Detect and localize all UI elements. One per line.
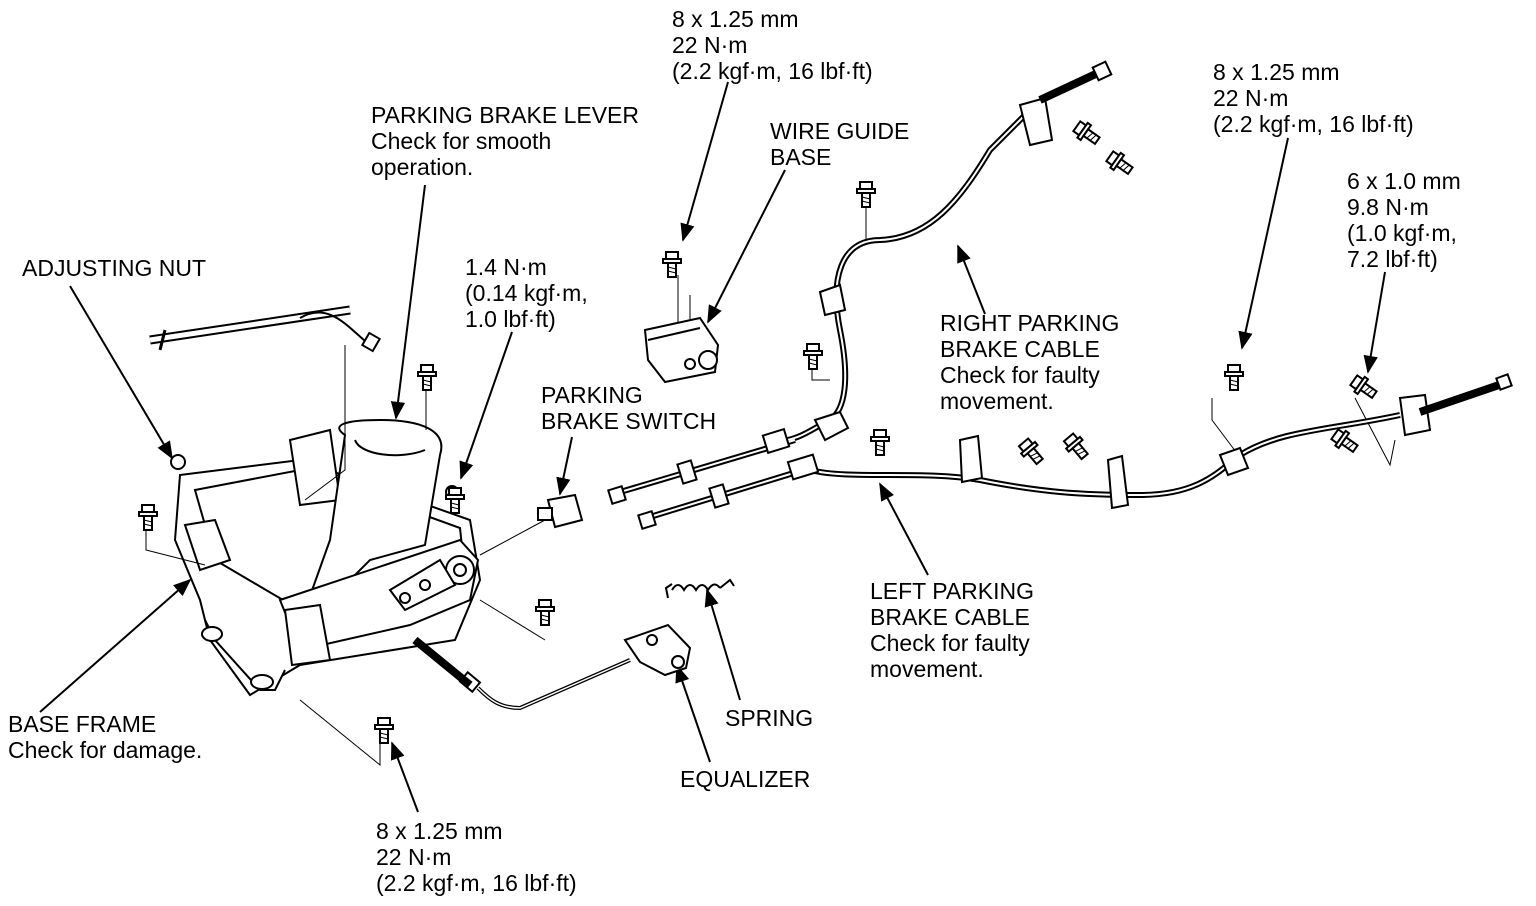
- threaded-ends: [412, 60, 1513, 689]
- leader-equalizer: [675, 664, 711, 763]
- label-line: EQUALIZER: [680, 766, 811, 792]
- leader-torque-bottom: [390, 741, 419, 813]
- torque-size: 8 x 1.25 mm: [672, 6, 799, 32]
- spring-label: SPRING: [725, 705, 813, 731]
- torque-alt: 7.2 lbf·ft): [1347, 246, 1438, 272]
- parking-brake-lever-label: PARKING BRAKE LEVER Check for smooth ope…: [371, 102, 639, 180]
- label-line: RIGHT PARKING: [940, 310, 1120, 336]
- torque-label-far-right: 6 x 1.0 mm 9.8 N·m (1.0 kgf·m, 7.2 lbf·f…: [1347, 168, 1461, 272]
- label-line: operation.: [371, 154, 474, 180]
- torque-value: 22 N·m: [376, 844, 452, 870]
- label-line: BASE: [770, 144, 832, 170]
- torque-value: 1.4 N·m: [465, 254, 547, 280]
- torque-label-bottom: 8 x 1.25 mm 22 N·m (2.2 kgf·m, 16 lbf·ft…: [376, 818, 577, 896]
- label-line: Check for faulty: [940, 362, 1100, 388]
- label-line: BASE FRAME: [8, 711, 157, 737]
- label-line: SPRING: [725, 705, 814, 731]
- right-parking-brake-cable-label: RIGHT PARKING BRAKE CABLE Check for faul…: [940, 310, 1119, 414]
- label-line: WIRE GUIDE: [770, 118, 910, 144]
- label-line: ADJUSTING NUT: [22, 255, 206, 281]
- cable-fittings: [607, 96, 1432, 530]
- torque-alt: (2.2 kgf·m, 16 lbf·ft): [1213, 111, 1414, 137]
- base-frame-label: BASE FRAME Check for damage.: [8, 711, 202, 763]
- leader-torque-top-center: [680, 81, 729, 242]
- torque-label-switch: 1.4 N·m (0.14 kgf·m, 1.0 lbf·ft): [465, 254, 588, 332]
- torque-size: 8 x 1.25 mm: [376, 818, 503, 844]
- left-parking-brake-cable-label: LEFT PARKING BRAKE CABLE Check for fault…: [870, 578, 1034, 682]
- torque-label-top-center: 8 x 1.25 mm 22 N·m (2.2 kgf·m, 16 lbf·ft…: [672, 6, 873, 84]
- torque-value: 9.8 N·m: [1347, 194, 1429, 220]
- wire-guide-base-label: WIRE GUIDE BASE: [770, 118, 909, 170]
- torque-alt: (2.2 kgf·m, 16 lbf·ft): [376, 870, 577, 896]
- torque-alt: (1.0 kgf·m,: [1347, 220, 1457, 246]
- torque-value: 22 N·m: [672, 32, 748, 58]
- leader-right-cable: [957, 244, 986, 315]
- spring: [664, 578, 735, 599]
- label-line: Check for faulty: [870, 630, 1030, 656]
- label-line: BRAKE CABLE: [940, 336, 1100, 362]
- adjusting-nut-label: ADJUSTING NUT: [22, 255, 206, 281]
- label-line: PARKING: [541, 382, 643, 408]
- leader-brake-lever: [390, 184, 426, 420]
- label-line: movement.: [940, 388, 1054, 414]
- lever-assembly: [170, 418, 482, 697]
- leader-spring: [704, 588, 741, 701]
- leader-torque-top-right: [1238, 137, 1289, 350]
- wire-guide-base: [643, 316, 720, 384]
- label-line: BRAKE SWITCH: [541, 408, 717, 434]
- parking-brake-switch-label: PARKING BRAKE SWITCH: [541, 382, 716, 434]
- torque-size: 8 x 1.25 mm: [1213, 59, 1340, 85]
- label-line: movement.: [870, 656, 984, 682]
- top-wire-harness: [149, 305, 382, 353]
- torque-alt: (0.14 kgf·m,: [465, 280, 588, 306]
- parking-brake-switch: [537, 493, 584, 529]
- leader-brake-switch: [556, 436, 573, 496]
- label-line: LEFT PARKING: [870, 578, 1035, 604]
- torque-value: 22 N·m: [1213, 85, 1289, 111]
- label-line: BRAKE CABLE: [870, 604, 1030, 630]
- label-line: Check for smooth: [371, 128, 552, 154]
- leader-left-cable: [879, 482, 929, 576]
- torque-size: 6 x 1.0 mm: [1347, 168, 1461, 194]
- leader-adjusting-nut: [69, 285, 173, 460]
- leader-wire-guide: [707, 169, 786, 324]
- leader-torque-switch: [459, 331, 513, 480]
- equalizer-label: EQUALIZER: [680, 766, 810, 792]
- label-line: Check for damage.: [8, 737, 203, 763]
- torque-alt: 1.0 lbf·ft): [465, 306, 556, 332]
- label-line: PARKING BRAKE LEVER: [371, 102, 639, 128]
- leader-base-frame: [39, 578, 192, 713]
- leader-torque-far-right: [1363, 271, 1386, 374]
- torque-label-top-right: 8 x 1.25 mm 22 N·m (2.2 kgf·m, 16 lbf·ft…: [1213, 59, 1414, 137]
- torque-alt: (2.2 kgf·m, 16 lbf·ft): [672, 58, 873, 84]
